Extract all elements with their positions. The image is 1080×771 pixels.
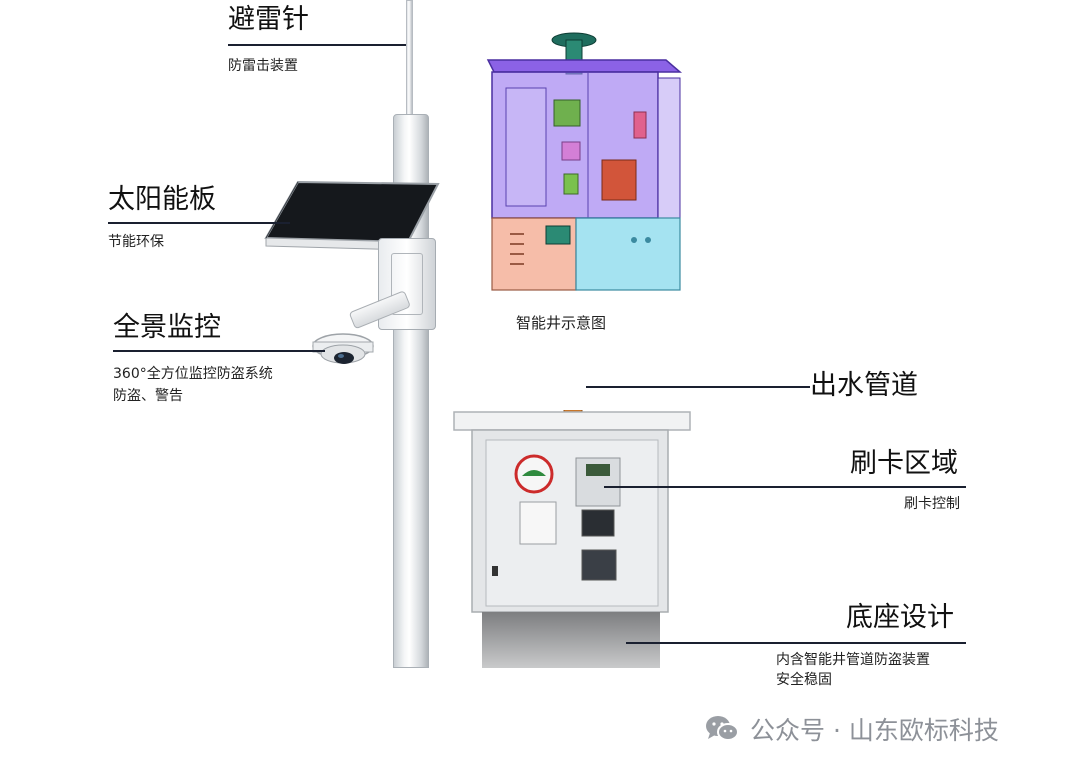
lightning-rod-leader	[228, 44, 406, 46]
watermark: 公众号 · 山东欧标科技	[704, 709, 999, 749]
card-area-leader	[604, 486, 966, 488]
panoramic-monitor-desc-1: 360°全方位监控防盗系统	[113, 366, 273, 382]
watermark-text: 公众号 · 山东欧标科技	[750, 716, 999, 745]
panoramic-monitor-leader	[113, 350, 325, 352]
solar-panel-leader	[108, 222, 290, 224]
base-design-leader	[626, 642, 966, 644]
solar-panel-title: 太阳能板	[108, 184, 216, 215]
panoramic-monitor-desc-2: 防盗、警告	[113, 388, 183, 404]
panoramic-monitor-title: 全景监控	[113, 312, 221, 343]
lightning-rod-title: 避雷针	[228, 4, 309, 35]
base-design-desc-2: 安全稳固	[776, 672, 832, 688]
solar-panel-desc: 节能环保	[108, 234, 164, 250]
smart-well-illustration	[486, 32, 683, 291]
panoramic-camera-image	[312, 333, 374, 364]
card-area-desc: 刷卡控制	[904, 496, 960, 512]
lightning-rod	[406, 0, 413, 122]
smart-well-caption: 智能井示意图	[516, 314, 607, 332]
cabinet-photo	[453, 410, 691, 668]
outlet-pipe-title: 出水管道	[810, 370, 918, 401]
outlet-pipe-leader	[586, 386, 810, 388]
wechat-icon	[706, 716, 739, 741]
lightning-rod-desc: 防雷击装置	[228, 58, 298, 74]
card-area-title: 刷卡区域	[850, 448, 958, 479]
base-design-desc-1: 内含智能井管道防盗装置	[776, 652, 930, 668]
solar-panel-image	[264, 180, 440, 251]
base-design-title: 底座设计	[846, 602, 954, 633]
